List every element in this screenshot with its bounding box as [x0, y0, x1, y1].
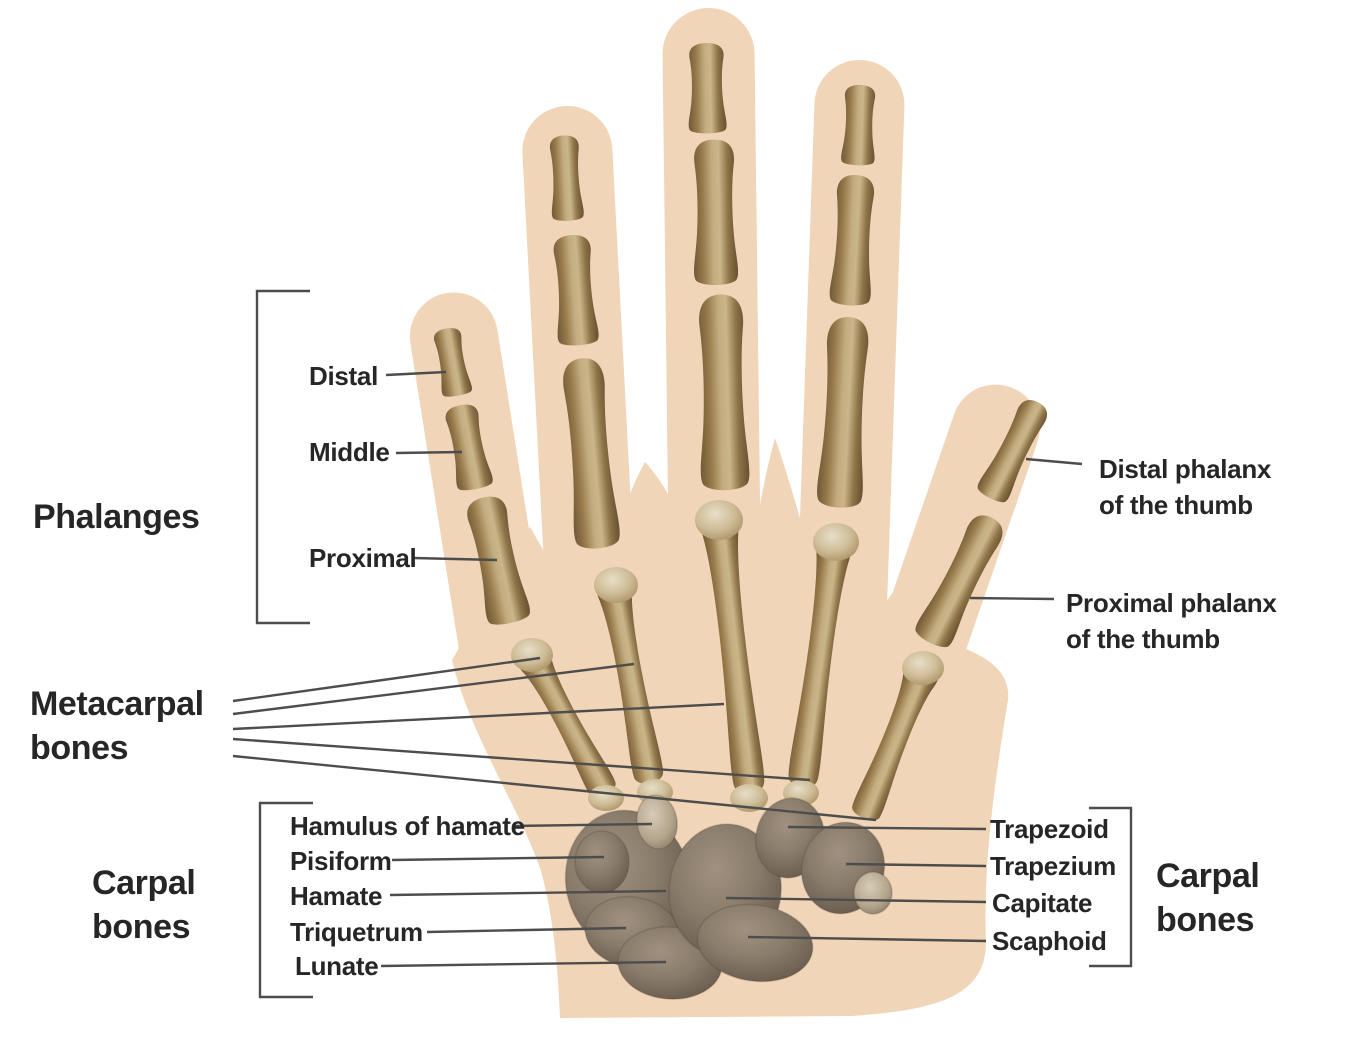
leader-line-capitate — [725, 896, 987, 904]
proximal-phalanx-thumb-label: Proximal phalanx of the thumb — [1066, 588, 1277, 655]
group-brackets — [255, 289, 1133, 999]
pinky-metacarpal-base — [588, 785, 624, 811]
distal-phalanx-label: Distal — [309, 361, 379, 391]
phalanges-bracket — [255, 289, 310, 625]
leader-line-proximal-thumb — [969, 596, 1055, 601]
leader-line-pisiform — [391, 855, 605, 862]
trapezium-tubercle — [853, 871, 893, 915]
lunate-label: Lunate — [295, 951, 379, 981]
leader-line-metacarpal-1 — [232, 656, 541, 703]
metacarpal-group-label: Metacarpal bones — [30, 685, 204, 767]
ring-knuckle — [594, 567, 638, 603]
leader-line-trapezoid — [787, 825, 987, 831]
leader-line-metacarpal-4 — [232, 737, 811, 782]
leader-line-metacarpal-5 — [232, 754, 877, 822]
trapezoid-label: Trapezoid — [990, 814, 1109, 844]
middle-phalanx-label: Middle — [309, 437, 390, 467]
carpal-right-bracket — [1089, 806, 1133, 968]
middle-metacarpal-base — [730, 784, 768, 812]
trapezium-label: Trapezium — [990, 851, 1116, 881]
leader-line-hamate — [389, 889, 667, 897]
scaphoid-bone — [696, 903, 814, 983]
leader-line-metacarpal-2 — [232, 662, 635, 716]
leader-line-distal-thumb — [1025, 457, 1083, 466]
hamate-label: Hamate — [290, 881, 383, 911]
middle-proximal-phalanx-bone — [696, 293, 750, 491]
leader-line-hamulus — [511, 822, 653, 828]
index-knuckle — [813, 523, 859, 561]
index-distal-phalanx-bone — [840, 84, 878, 166]
leader-line-proximal — [413, 556, 498, 562]
proximal-phalanx-label: Proximal — [309, 543, 417, 573]
leader-line-trapezium — [845, 862, 987, 868]
leader-line-lunate — [380, 960, 667, 968]
middle-distal-phalanx-bone — [687, 42, 727, 134]
scaphoid-label: Scaphoid — [992, 926, 1107, 956]
pisiform-bone — [574, 830, 630, 894]
capitate-label: Capitate — [992, 888, 1093, 918]
leader-line-middle — [395, 450, 463, 455]
carpal-bones-group — [564, 794, 893, 1000]
thumb-knuckle — [902, 651, 944, 685]
hamulus-of-hamate-label: Hamulus of hamate — [290, 811, 525, 841]
leader-line-distal — [385, 370, 447, 377]
leader-line-scaphoid — [747, 935, 987, 943]
carpal-left-bracket — [258, 801, 313, 999]
triquetrum-label: Triquetrum — [290, 917, 423, 947]
middle-middle-phalanx-bone — [691, 139, 739, 286]
pisiform-label: Pisiform — [290, 846, 392, 876]
knuckle-highlights — [511, 500, 944, 812]
carpal-group-left-label: Carpal bones — [92, 864, 196, 946]
leader-line-metacarpal-3 — [232, 702, 725, 731]
middle-knuckle — [695, 500, 743, 540]
pinky-knuckle — [511, 638, 553, 672]
leader-lines — [232, 370, 1083, 968]
distal-phalanx-thumb-label: Distal phalanx of the thumb — [1099, 454, 1272, 521]
leader-line-triquetrum — [426, 926, 627, 934]
carpal-group-right-label: Carpal bones — [1156, 857, 1260, 939]
phalanges-group-label: Phalanges — [33, 498, 200, 536]
